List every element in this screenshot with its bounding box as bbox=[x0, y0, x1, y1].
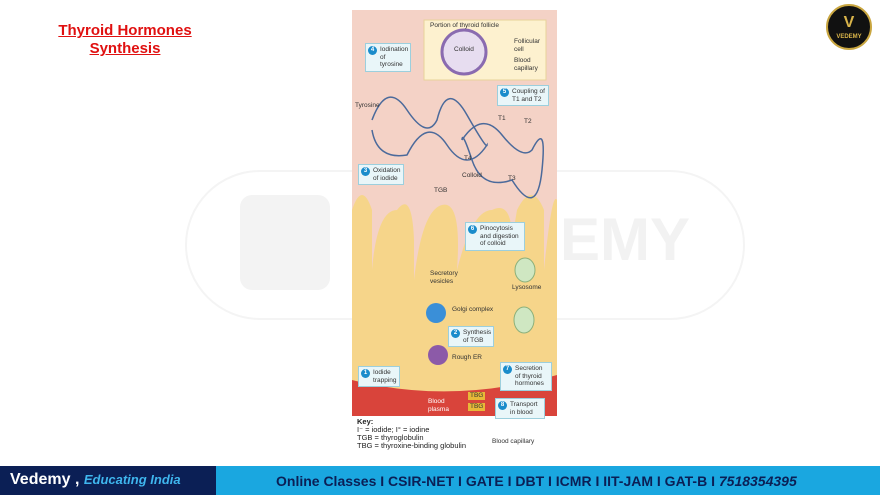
key-line: TGB = thyroglobulin bbox=[357, 433, 424, 442]
thyroglobulin-chain bbox=[371, 96, 488, 161]
footer-courses: Online Classes I CSIR-NET I GATE I DBT I… bbox=[276, 473, 797, 489]
t3-label: T3 bbox=[508, 175, 516, 182]
inset-title: Portion of thyroid follicle bbox=[430, 22, 500, 29]
watermark-text: EMY bbox=[560, 206, 691, 273]
tgb-label: TGB bbox=[434, 187, 448, 194]
slide-title: Thyroid Hormones Synthesis bbox=[58, 22, 192, 57]
key-area bbox=[352, 416, 557, 450]
inset-capillary-label: Blood capillary bbox=[514, 57, 538, 72]
thyroglobulin-chain-colloid bbox=[461, 123, 544, 199]
tyrosine-label: Tyrosine bbox=[355, 102, 380, 109]
secretory-vesicles-label: Secretory vesicles bbox=[430, 270, 458, 285]
rough-er-label: Rough ER bbox=[452, 354, 482, 361]
blood-capillary-label: Blood capillary bbox=[492, 438, 535, 445]
inset-follicle bbox=[440, 28, 488, 76]
key-title: Key: bbox=[357, 417, 374, 426]
vedemy-logo: V VEDEMY bbox=[826, 4, 872, 50]
phone-number: 7518354395 bbox=[718, 473, 797, 489]
rough-er-icon bbox=[428, 345, 448, 365]
t4-label: T4 bbox=[464, 155, 472, 162]
blood-plasma-label: Blood plasma bbox=[428, 398, 449, 413]
vesicle-icon bbox=[513, 306, 535, 334]
inset-colloid-label: Colloid bbox=[454, 46, 474, 53]
key-line: I⁻ = iodide; I° = iodine bbox=[357, 425, 430, 434]
watermark-logo bbox=[240, 195, 330, 290]
footer-brand: Vedemy , Educating India bbox=[0, 466, 216, 495]
golgi-icon bbox=[426, 303, 446, 323]
t1-label: T1 bbox=[498, 115, 506, 122]
footer-bar: Vedemy , Educating India Online Classes … bbox=[0, 466, 880, 495]
t2-label: T2 bbox=[524, 118, 532, 125]
tbg-label: TBG bbox=[468, 392, 486, 400]
colloid-label: Colloid bbox=[462, 172, 482, 179]
key-line: TBG = thyroxine-binding globulin bbox=[357, 441, 467, 450]
golgi-label: Golgi complex bbox=[452, 306, 494, 313]
thyroid-synthesis-diagram: Portion of thyroid follicle Colloid Foll… bbox=[352, 10, 557, 450]
inset-follicular-label: Follicular cell bbox=[514, 38, 541, 53]
lysosome-label: Lysosome bbox=[512, 284, 542, 291]
tbg-label: TBG bbox=[468, 403, 486, 411]
lysosome-icon bbox=[514, 257, 536, 283]
